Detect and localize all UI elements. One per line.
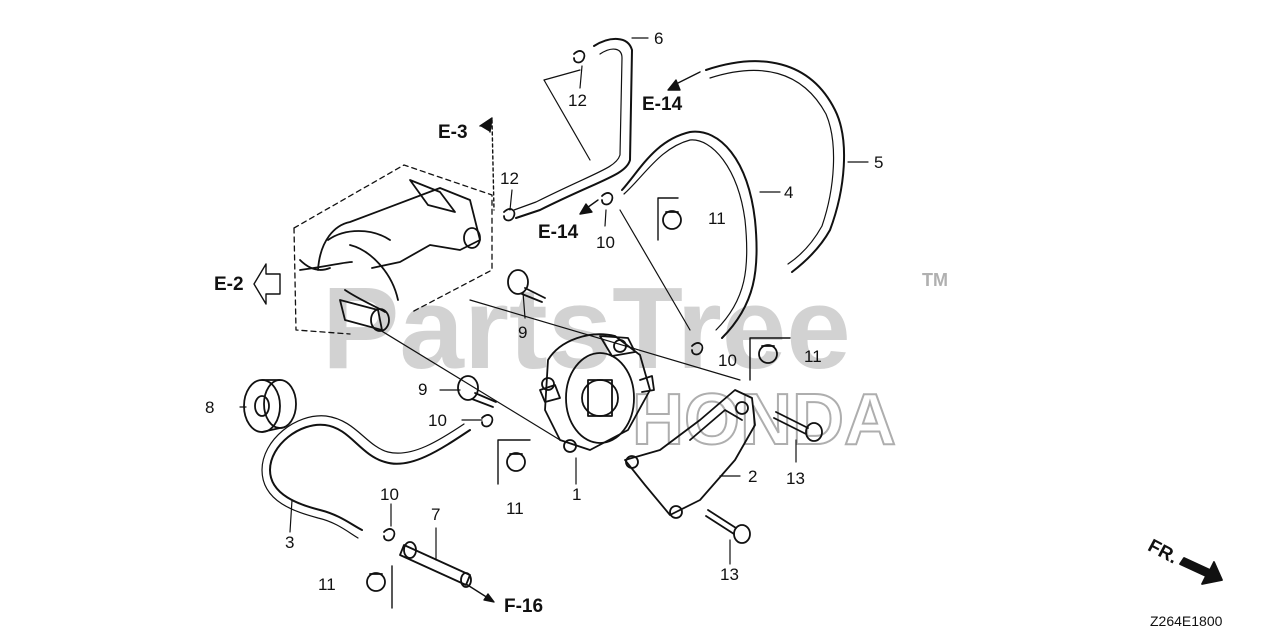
callout-10-c: 10 [428,411,447,430]
front-label: FR. [1144,536,1181,569]
callout-10-a: 10 [596,233,615,252]
callout-5: 5 [874,153,883,172]
callout-11-b: 11 [804,347,822,366]
callout-11-c: 11 [506,499,524,518]
callout-9-lower: 9 [418,380,427,399]
fitting-7 [399,541,472,588]
ref-e3: E-3 [438,122,468,143]
grommet [243,379,297,433]
watermark-text: PartsTree [322,263,851,393]
callout-11-d: 11 [318,575,336,594]
pump-body [539,333,655,453]
dashed-engine-outline [293,164,493,335]
reference-labels: E-3 E-14 E-14 E-2 F-16 FR. [214,94,1181,617]
callout-labels: 1 2 3 4 5 6 7 8 9 9 10 10 10 10 11 11 11… [205,29,883,594]
bolt-9-lower [457,375,497,408]
watermark-tm: TM [922,270,948,290]
clip-10-a [601,192,614,206]
pump-cover [624,389,756,519]
engine-bracket [299,179,481,332]
ref-arrows [253,71,701,603]
bolt-13-right [773,411,823,442]
clamp-11-c [506,452,526,472]
bolt-9-upper [507,269,546,303]
callout-10-b: 10 [718,351,737,370]
ref-f16: F-16 [504,596,543,617]
callout-12-top: 12 [568,91,587,110]
e2-arrow [253,263,281,305]
clip-10-d [383,528,396,542]
callout-10-d: 10 [380,485,399,504]
callout-2: 2 [748,467,757,486]
hose-5 [705,60,846,273]
clamp-11-a [662,210,682,230]
watermark: PartsTree TM HONDA [322,263,948,461]
callout-3: 3 [285,533,294,552]
callout-13-lower: 13 [720,565,739,584]
callout-7: 7 [431,505,440,524]
callout-13-right: 13 [786,469,805,488]
callout-1: 1 [572,485,581,504]
clip-10-c [481,414,494,428]
front-direction-arrow [1179,557,1223,585]
callout-12-mid: 12 [500,169,519,188]
clip-12-mid [503,208,516,222]
callout-9-upper: 9 [518,323,527,342]
hose-3 [269,423,471,531]
ref-e2: E-2 [214,274,244,295]
clamp-11-b [758,344,778,364]
callout-8: 8 [205,398,214,417]
callout-6: 6 [654,29,663,48]
watermark-brand: HONDA [632,380,896,460]
clip-12-top [573,50,586,64]
clip-10-b [691,342,704,356]
bolt-13-lower [705,509,751,544]
drawing-code: Z264E1800 [1150,613,1223,629]
hose-6 [515,38,633,219]
callout-11-a: 11 [708,209,726,228]
hose-4 [621,130,758,339]
clamp-11-d [366,572,386,592]
callout-4: 4 [784,183,793,202]
ref-e14-mid: E-14 [538,222,579,243]
ref-e14-top: E-14 [642,94,683,115]
